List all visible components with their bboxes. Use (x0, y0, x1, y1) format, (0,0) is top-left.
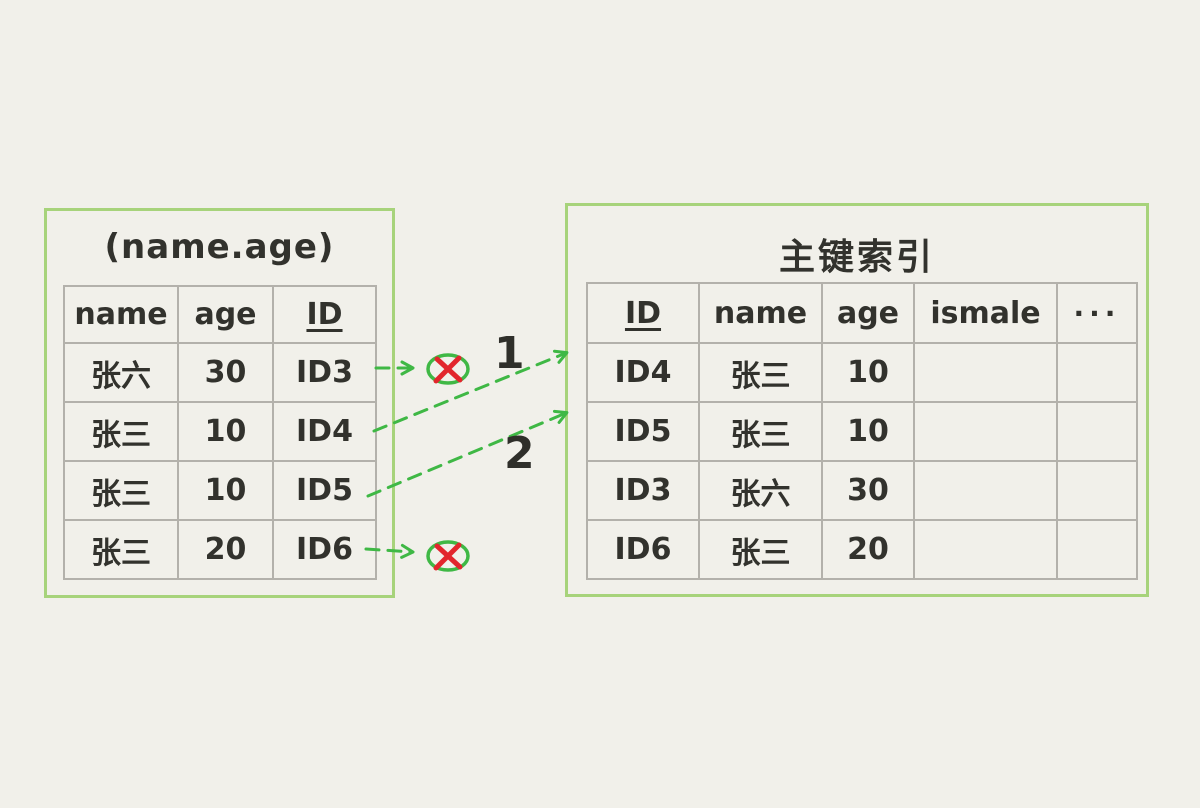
table-header-row: ID name age ismale ··· (586, 282, 1138, 344)
table-cell: ID4 (586, 342, 700, 403)
table-cell: ID4 (272, 401, 377, 462)
table-cell: 张三 (63, 460, 179, 521)
rejected-cross-icon-top (426, 353, 470, 385)
column-header-age: age (821, 282, 915, 344)
column-header-ismale: ismale (913, 282, 1058, 344)
table-cell: 张三 (698, 401, 823, 462)
table-row: ID4 张三 10 (586, 342, 1138, 403)
table-cell (1056, 342, 1138, 403)
secondary-index-title: (name.age) (104, 227, 335, 267)
table-cell: 10 (177, 401, 274, 462)
table-cell: 20 (821, 519, 915, 580)
arrow-id5-to-primary-index (366, 409, 569, 498)
table-cell (913, 460, 1058, 521)
table-row: 张六 30 ID3 (63, 342, 377, 403)
table-cell: 张六 (698, 460, 823, 521)
table-cell: ID5 (272, 460, 377, 521)
column-header-age: age (177, 285, 274, 344)
table-cell: 10 (177, 460, 274, 521)
column-header-name: name (63, 285, 179, 344)
table-row: ID3 张六 30 (586, 460, 1138, 521)
table-row: ID6 张三 20 (586, 519, 1138, 580)
primary-index-table: ID name age ismale ··· ID4 张三 10 ID5 张三 … (586, 282, 1138, 580)
arrow-id4-to-primary-index (372, 349, 569, 433)
table-cell: 张三 (698, 519, 823, 580)
primary-index-panel: 主键索引 ID name age ismale ··· ID4 张三 10 ID… (565, 203, 1149, 597)
table-cell: 10 (821, 342, 915, 403)
column-header-ellipsis: ··· (1056, 282, 1138, 344)
table-cell: ID3 (586, 460, 700, 521)
table-cell: ID5 (586, 401, 700, 462)
cross-ellipse (426, 540, 470, 572)
table-cell: 张三 (63, 401, 179, 462)
rejected-cross-icon-bottom (426, 540, 470, 572)
table-row: ID5 张三 10 (586, 401, 1138, 462)
table-row: 张三 10 ID5 (63, 460, 377, 521)
table-cell: ID3 (272, 342, 377, 403)
table-cell (1056, 401, 1138, 462)
table-row: 张三 10 ID4 (63, 401, 377, 462)
table-cell (913, 401, 1058, 462)
table-cell: ID6 (272, 519, 377, 580)
table-header-row: name age ID (63, 285, 377, 344)
table-cell (1056, 519, 1138, 580)
secondary-index-table: name age ID 张六 30 ID3 张三 10 ID4 张三 10 ID… (63, 285, 377, 580)
table-cell: 20 (177, 519, 274, 580)
table-cell: 30 (821, 460, 915, 521)
table-cell: 张六 (63, 342, 179, 403)
table-cell: 10 (821, 401, 915, 462)
column-header-name: name (698, 282, 823, 344)
step-label-1: 1 (494, 328, 525, 379)
table-cell (913, 342, 1058, 403)
table-row: 张三 20 ID6 (63, 519, 377, 580)
table-cell (1056, 460, 1138, 521)
cross-ellipse (426, 353, 470, 385)
column-header-id: ID (586, 282, 700, 344)
table-cell: 30 (177, 342, 274, 403)
table-cell: 张三 (698, 342, 823, 403)
primary-index-title: 主键索引 (778, 237, 935, 278)
table-cell: 张三 (63, 519, 179, 580)
cross-x (433, 542, 463, 571)
column-header-id: ID (272, 285, 377, 344)
step-label-2: 2 (504, 428, 535, 479)
table-cell (913, 519, 1058, 580)
cross-x (433, 355, 463, 384)
table-cell: ID6 (586, 519, 700, 580)
secondary-index-panel: (name.age) name age ID 张六 30 ID3 张三 10 I… (44, 208, 395, 598)
